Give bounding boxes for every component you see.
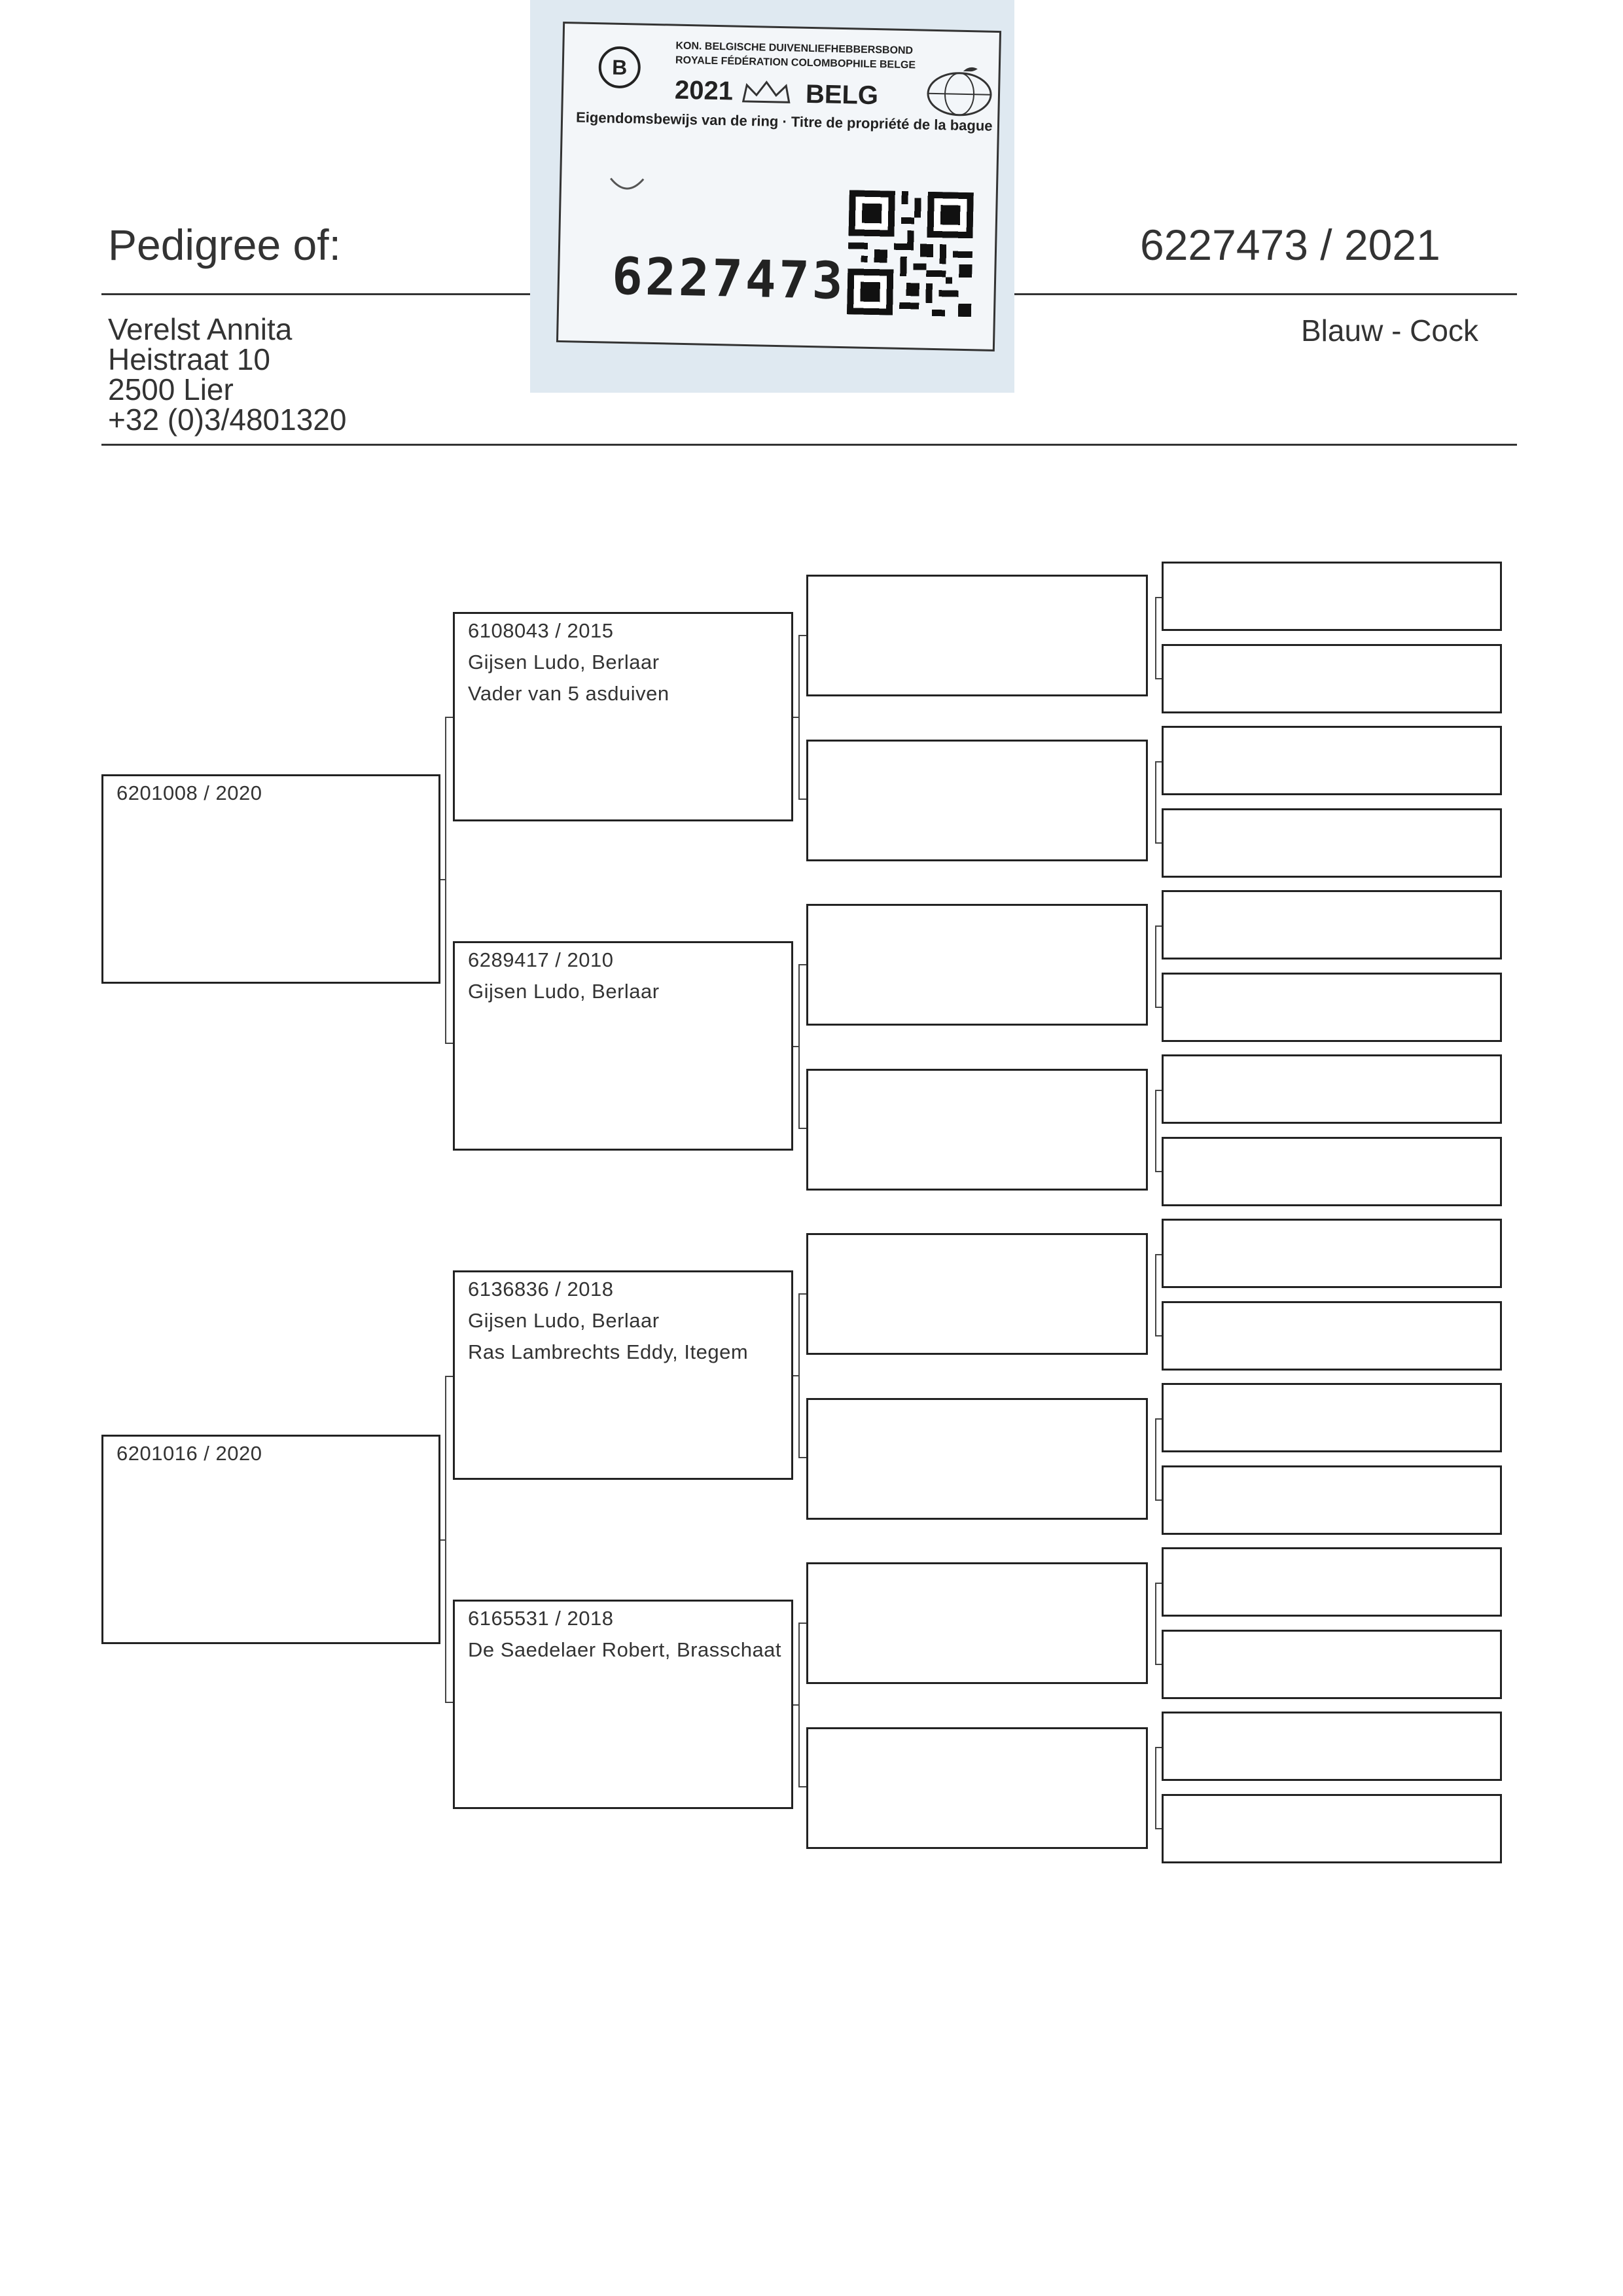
owner-phone: +32 (0)3/4801320	[108, 403, 347, 437]
dam-box: 6201016 / 2020	[101, 1435, 440, 1644]
ring-ownership-card: B KON. BELGISCHE DUIVENLIEFHEBBERSBOND R…	[530, 0, 1014, 393]
grandparent-box-4: 6165531 / 2018 De Saedelaer Robert, Bras…	[453, 1600, 793, 1809]
bracket-ggp-3	[1155, 925, 1163, 1008]
bracket-ggp-1	[1155, 597, 1163, 679]
owner-name: Verelst Annita	[108, 312, 293, 346]
bracket-gp-1-tick	[793, 717, 800, 718]
bracket-ggp-6	[1155, 1418, 1163, 1501]
page-title: Pedigree of:	[108, 221, 341, 269]
grandparent-ring: 6108043 / 2015	[468, 619, 614, 642]
gen4-box-16	[1162, 1794, 1502, 1863]
crown-icon	[741, 81, 791, 103]
globe-logo-icon	[927, 67, 992, 117]
gen4-box-8	[1162, 1137, 1502, 1206]
bracket-ggp-4	[1155, 1090, 1163, 1172]
owner-address: Verelst Annita Heistraat 10 2500 Lier +3…	[108, 314, 346, 435]
gen4-box-5	[1162, 890, 1502, 960]
ring-card-line1: KON. BELGISCHE DUIVENLIEFHEBBERSBOND	[675, 40, 914, 57]
bracket-sire	[445, 717, 453, 1044]
ring-card-frame: B KON. BELGISCHE DUIVENLIEFHEBBERSBOND R…	[556, 22, 1002, 351]
great-grandparent-box-2	[806, 740, 1148, 861]
bracket-gp-3-tick	[793, 1375, 800, 1376]
svg-text:B: B	[612, 56, 628, 79]
gen4-box-13	[1162, 1547, 1502, 1617]
bracket-gp-2-tick	[793, 1046, 800, 1047]
header-rule-right	[1014, 293, 1517, 295]
gen4-box-12	[1162, 1465, 1502, 1535]
great-grandparent-box-5	[806, 1233, 1148, 1355]
header-rule-left	[101, 293, 533, 295]
bracket-ggp-8	[1155, 1747, 1163, 1829]
kbdb-logo-icon: B	[598, 46, 641, 88]
great-grandparent-box-6	[806, 1398, 1148, 1520]
ring-card-year: 2021	[674, 75, 734, 106]
great-grandparent-box-8	[806, 1727, 1148, 1849]
address-rule	[101, 444, 1517, 446]
grandparent-breeder: De Saedelaer Robert, Brasschaat	[468, 1638, 782, 1661]
great-grandparent-box-7	[806, 1562, 1148, 1684]
gen4-box-7	[1162, 1054, 1502, 1124]
grandparent-note: Vader van 5 asduiven	[468, 682, 669, 705]
grandparent-breeder: Gijsen Ludo, Berlaar	[468, 651, 660, 673]
gen4-box-10	[1162, 1301, 1502, 1371]
owner-city: 2500 Lier	[108, 372, 234, 406]
grandparent-breeder: Gijsen Ludo, Berlaar	[468, 1309, 660, 1332]
gen4-box-2	[1162, 644, 1502, 713]
bracket-gp-4-tick	[793, 1704, 800, 1706]
bracket-sire-tick	[440, 879, 446, 880]
grandparent-box-1: 6108043 / 2015 Gijsen Ludo, Berlaar Vade…	[453, 612, 793, 821]
ring-card-line2: ROYALE FÉDÉRATION COLOMBOPHILE BELGE	[675, 54, 916, 71]
sire-box: 6201008 / 2020	[101, 774, 440, 984]
gen4-box-15	[1162, 1712, 1502, 1781]
great-grandparent-box-1	[806, 575, 1148, 696]
bracket-ggp-2	[1155, 761, 1163, 844]
gen4-box-4	[1162, 808, 1502, 878]
grandparent-breeder: Gijsen Ludo, Berlaar	[468, 980, 660, 1003]
bracket-dam-tick	[440, 1539, 446, 1541]
grandparent-ring: 6289417 / 2010	[468, 948, 614, 971]
grandparent-note: Ras Lambrechts Eddy, Itegem	[468, 1340, 749, 1363]
gen4-box-6	[1162, 973, 1502, 1042]
owner-street: Heistraat 10	[108, 342, 271, 376]
grandparent-box-2: 6289417 / 2010 Gijsen Ludo, Berlaar	[453, 941, 793, 1151]
dam-ring: 6201016 / 2020	[116, 1442, 262, 1465]
gen4-box-1	[1162, 562, 1502, 631]
gen4-box-14	[1162, 1630, 1502, 1699]
gen4-box-3	[1162, 726, 1502, 795]
color-sex: Blauw - Cock	[1301, 314, 1478, 348]
bracket-ggp-7	[1155, 1583, 1163, 1665]
ring-card-country: BELG	[805, 79, 879, 111]
gen4-box-11	[1162, 1383, 1502, 1452]
grandparent-ring: 6136836 / 2018	[468, 1278, 614, 1300]
grandparent-box-3: 6136836 / 2018 Gijsen Ludo, Berlaar Ras …	[453, 1270, 793, 1480]
sire-ring: 6201008 / 2020	[116, 781, 262, 804]
ring-card-number: 6227473	[611, 247, 846, 312]
qr-code-icon	[846, 190, 974, 317]
grandparent-ring: 6165531 / 2018	[468, 1607, 614, 1630]
pigeon-ring-number: 6227473 / 2021	[1140, 221, 1440, 269]
punch-hole-icon	[610, 177, 645, 190]
great-grandparent-box-3	[806, 904, 1148, 1026]
great-grandparent-box-4	[806, 1069, 1148, 1191]
bracket-ggp-5	[1155, 1254, 1163, 1336]
gen4-box-9	[1162, 1219, 1502, 1288]
